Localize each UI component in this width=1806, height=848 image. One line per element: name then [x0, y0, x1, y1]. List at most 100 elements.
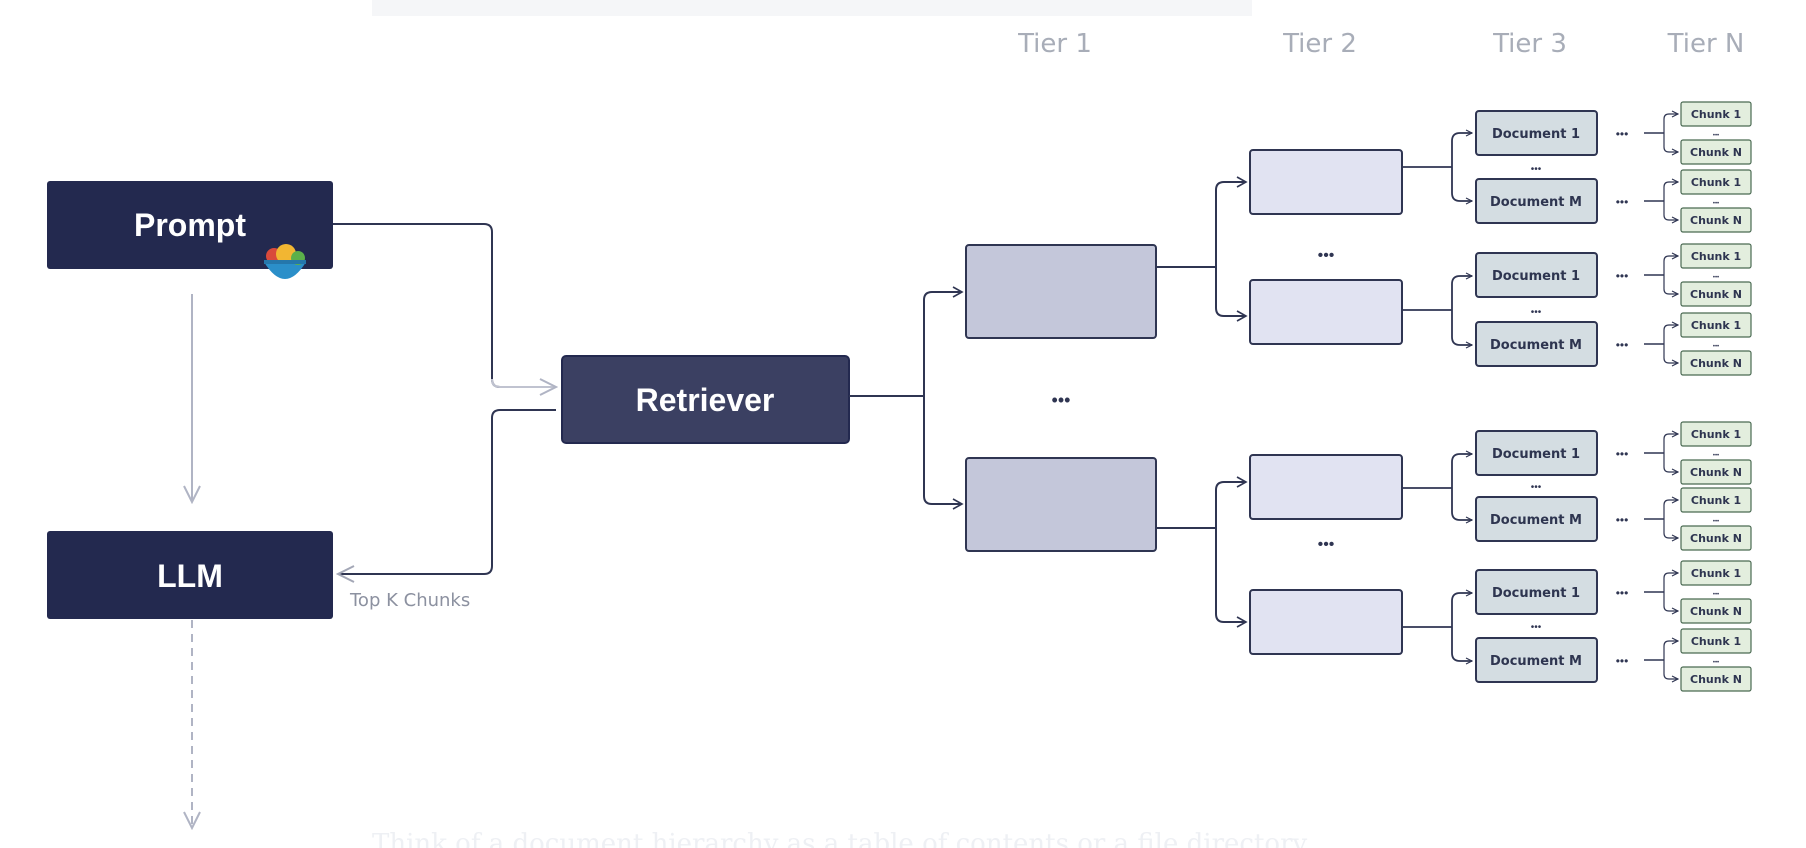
retriever-input-arrow [491, 379, 556, 387]
document-group-2: Document 1 ••• Document M [1475, 252, 1598, 367]
chunk-ellipsis: ••• [1713, 201, 1719, 207]
chunk-connector-upper [1663, 500, 1678, 519]
chunk-groups: ••• Chunk 1 ••• Chunk N ••• Chunk 1 ••• Chunk N… [1616, 101, 1752, 692]
chunk-label: Chunk 1 [1691, 494, 1741, 507]
tier-n-header: Tier N [1667, 29, 1745, 59]
chunk-ellipsis: ••• [1713, 453, 1719, 459]
document-node-first [1475, 110, 1598, 156]
document-node-last [1475, 321, 1598, 367]
retriever-label: Retriever [636, 382, 775, 418]
chunk-node-last [1680, 598, 1752, 624]
chunk-label: Chunk N [1690, 357, 1742, 370]
chunk-label: Chunk N [1690, 288, 1742, 301]
tier2-ellipsis: ••• [1318, 536, 1335, 553]
chunk-node-last [1680, 525, 1752, 551]
chunk-connector-lower [1663, 660, 1678, 679]
llm-box [47, 531, 333, 619]
chunk-ellipsis: ••• [1713, 275, 1719, 281]
chunk-connector-upper [1663, 434, 1678, 453]
chunk-label: Chunk 1 [1691, 567, 1741, 580]
chunk-label: Chunk 1 [1691, 428, 1741, 441]
chunk-node-last [1680, 139, 1752, 165]
document-group-3: Document 1 ••• Document M [1475, 430, 1598, 542]
chunk-label: Chunk 1 [1691, 176, 1741, 189]
chunk-node-first [1680, 560, 1752, 586]
chunk-label: Chunk N [1690, 605, 1742, 618]
chunk-connector-lower [1663, 133, 1678, 152]
chunk-connector-lower [1663, 453, 1678, 472]
chunk-ellipsis: ••• [1713, 660, 1719, 666]
tier-3-header: Tier 3 [1492, 29, 1567, 59]
chunk-ellipsis: ••• [1713, 592, 1719, 598]
tier-2-header: Tier 2 [1282, 29, 1357, 59]
tier2-to-tier3-connectors [1402, 133, 1472, 661]
document-group-1: Document 1 ••• Document M [1475, 110, 1598, 224]
top-k-chunks-label: Top K Chunks [349, 590, 470, 611]
tier1-to-tier2-connectors [1156, 176, 1248, 628]
prompt-to-retriever-line [333, 223, 556, 388]
retriever-fork-upper [923, 286, 964, 396]
chunk-node-last [1680, 281, 1752, 307]
document-label: Document 1 [1492, 586, 1580, 601]
chunk-label: Chunk 1 [1691, 250, 1741, 263]
chunk-connector-upper [1663, 641, 1678, 660]
chunk-label: Chunk N [1690, 532, 1742, 545]
document-to-chunk-ellipsis: ••• [1616, 513, 1629, 527]
document-to-chunk-ellipsis: ••• [1616, 195, 1629, 209]
document-node-first [1475, 252, 1598, 298]
chunk-connector-upper [1663, 256, 1678, 275]
chunk-label: Chunk 1 [1691, 319, 1741, 332]
chunk-ellipsis: ••• [1713, 519, 1719, 525]
document-node-first [1475, 430, 1598, 476]
document-label: Document 1 [1492, 269, 1580, 284]
chunk-label: Chunk N [1690, 214, 1742, 227]
chunk-label: Chunk N [1690, 673, 1742, 686]
chunk-label: Chunk 1 [1691, 108, 1741, 121]
chunk-connector-upper [1663, 573, 1678, 592]
chunk-node-first [1680, 487, 1752, 513]
document-label: Document M [1490, 654, 1582, 669]
document-ellipsis: ••• [1531, 482, 1542, 493]
document-to-chunk-ellipsis: ••• [1616, 127, 1629, 141]
llm-label: LLM [157, 558, 223, 594]
chunk-node-last [1680, 207, 1752, 233]
chunk-node-last [1680, 666, 1752, 692]
chunk-connector-upper [1663, 114, 1678, 133]
chunk-node-last [1680, 459, 1752, 485]
document-to-chunk-ellipsis: ••• [1616, 586, 1629, 600]
document-to-chunk-ellipsis: ••• [1616, 338, 1629, 352]
chunk-ellipsis: ••• [1713, 344, 1719, 350]
chunk-connector-lower [1663, 201, 1678, 220]
document-node-last [1475, 178, 1598, 224]
chunk-node-last [1680, 350, 1752, 376]
tier2-node [1249, 279, 1403, 345]
document-to-chunk-ellipsis: ••• [1616, 447, 1629, 461]
tier2-ellipsis: ••• [1318, 247, 1335, 264]
chunk-label: Chunk 1 [1691, 635, 1741, 648]
document-ellipsis: ••• [1531, 307, 1542, 318]
chunk-connector-lower [1663, 344, 1678, 363]
document-group-4: Document 1 ••• Document M [1475, 569, 1598, 683]
chunk-connector-lower [1663, 275, 1678, 294]
prompt-label: Prompt [134, 207, 246, 243]
document-label: Document 1 [1492, 127, 1580, 142]
chunk-node-first [1680, 312, 1752, 338]
document-label: Document M [1490, 338, 1582, 353]
bottom-caption: Think of a document hierarchy as a table… [372, 829, 1307, 848]
chunk-ellipsis: ••• [1713, 133, 1719, 139]
document-label: Document 1 [1492, 447, 1580, 462]
bowl-icon [264, 244, 306, 279]
document-node-last [1475, 637, 1598, 683]
tier1-node [965, 244, 1157, 339]
chunk-label: Chunk N [1690, 146, 1742, 159]
prompt-box [47, 181, 333, 269]
chunk-node-first [1680, 421, 1752, 447]
tier1-node [965, 457, 1157, 552]
tier2-node [1249, 149, 1403, 215]
chunk-connector-lower [1663, 519, 1678, 538]
retriever-box [561, 355, 850, 444]
chunk-node-first [1680, 628, 1752, 654]
retriever-to-llm-arrow [338, 409, 556, 574]
chunk-connector-upper [1663, 182, 1678, 201]
